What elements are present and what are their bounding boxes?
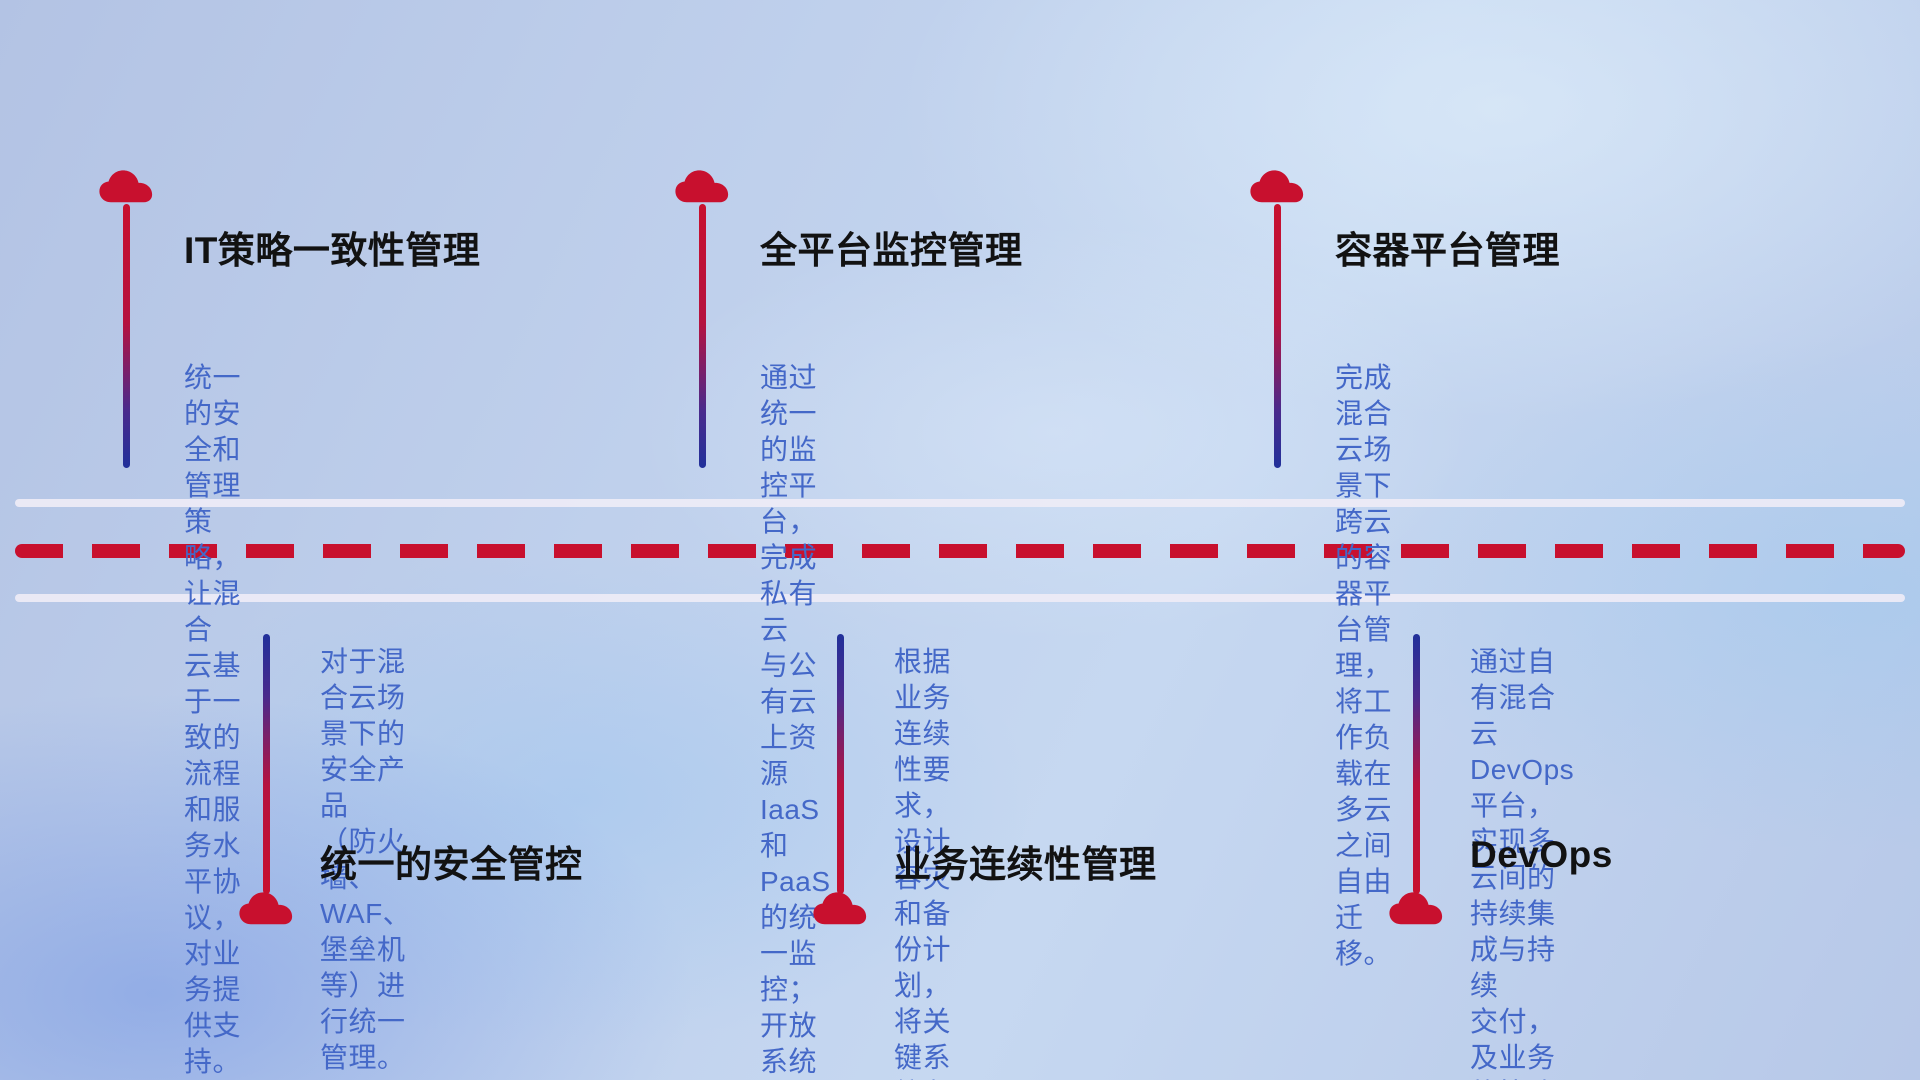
item-description: 完成混合云场景下跨云的容器平 台管理，将工作负载在多云之间 自由迁移。 — [1335, 362, 1393, 969]
cloud-icon — [237, 890, 295, 928]
connector-line — [698, 204, 706, 468]
timeline-solid-line-bottom — [15, 594, 1905, 602]
cloud-icon — [673, 168, 731, 206]
item-description: 根据业务连续性要求，设计容灾 和备份计划，将关键系统备份至 线上/线下，并定期校… — [894, 646, 952, 1080]
connector-line — [262, 634, 270, 894]
timeline-solid-line-top — [15, 499, 1905, 507]
item-description: 通过自有混合云DevOps平台， 实现多云间的持续集成与持续 交付，及业务的快速… — [1470, 646, 1575, 1080]
cloud-icon — [97, 168, 155, 206]
connector-line — [1273, 204, 1281, 468]
cloud-icon — [1248, 168, 1306, 206]
item-description: 通过统一的监控平台，完成私有云 与公有云上资源IaaS和PaaS的统 一监控；开… — [760, 362, 831, 1077]
connector-line — [1412, 634, 1420, 894]
item-title: DevOps — [1470, 834, 1613, 875]
cloud-icon — [1387, 890, 1445, 928]
cloud-icon — [811, 890, 869, 928]
item-title: 全平台监控管理 — [760, 230, 1023, 271]
connector-line — [122, 204, 130, 468]
item-title: 业务连续性管理 — [894, 844, 1157, 885]
item-description: 统一的安全和管理策略，让混合 云基于一致的流程和服务水平协 议，对业务提供支持。 — [184, 362, 242, 1077]
connector-line — [836, 634, 844, 894]
timeline-dashed-line — [15, 544, 1905, 558]
item-description: 对于混合云场景下的安全产品 （防火墙、WAF、堡垒机等）进 行统一管理。 — [320, 646, 412, 1073]
item-title: IT策略一致性管理 — [184, 230, 481, 271]
item-title: 容器平台管理 — [1335, 230, 1560, 271]
item-title: 统一的安全管控 — [320, 844, 583, 885]
